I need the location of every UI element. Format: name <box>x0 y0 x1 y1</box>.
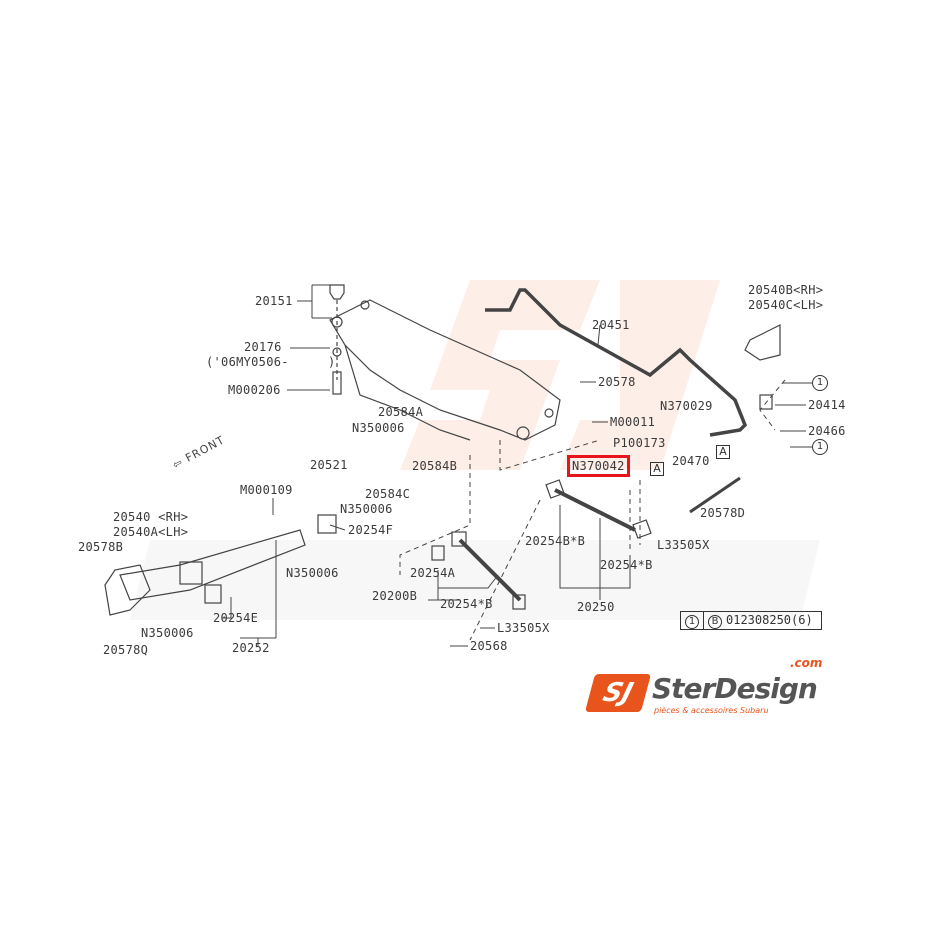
part-note: ) <box>328 355 336 369</box>
part-label[interactable]: L33505X <box>657 538 710 552</box>
part-label[interactable]: 20176 <box>244 340 282 354</box>
legend-bolt-b: B <box>708 615 722 629</box>
part-label[interactable]: L33505X <box>497 621 550 635</box>
part-label[interactable]: 20254A <box>410 566 456 580</box>
part-label[interactable]: 20151 <box>255 294 293 308</box>
part-label[interactable]: M000109 <box>240 483 293 497</box>
link-20250 <box>554 488 636 532</box>
bolt-20578D <box>689 476 741 514</box>
logo-brand: SterDesign <box>652 672 818 705</box>
legend-part-number: 012308250(6) <box>726 613 813 627</box>
part-label[interactable]: 20254*B <box>600 558 653 572</box>
bracket-20540 <box>104 564 151 616</box>
watermark-brand-shape <box>130 540 820 620</box>
stabilizer-bar <box>485 288 748 437</box>
part-label[interactable]: P100173 <box>613 436 666 450</box>
part-label[interactable]: 20254*B <box>440 597 493 611</box>
part-label[interactable]: N350006 <box>141 626 194 640</box>
part-label[interactable]: 20254E <box>213 611 259 625</box>
part-label[interactable]: M000206 <box>228 383 281 397</box>
part-label[interactable]: 20252 <box>232 641 270 655</box>
part-label[interactable]: N350006 <box>352 421 405 435</box>
part-label[interactable]: 20451 <box>592 318 630 332</box>
part-label[interactable]: 20254B*B <box>525 534 586 548</box>
trailing-link-20252 <box>119 529 306 601</box>
part-label[interactable]: N350006 <box>286 566 339 580</box>
part-label[interactable]: 20584A <box>378 405 424 419</box>
link-20200B <box>458 538 522 602</box>
part-label[interactable]: 20250 <box>577 600 615 614</box>
part-label[interactable]: 20578Q <box>103 643 149 657</box>
bushing-20151 <box>329 284 345 300</box>
ref-box-a: A <box>650 462 664 476</box>
part-label[interactable]: N370029 <box>660 399 713 413</box>
bracket-20540B <box>744 324 781 361</box>
part-label[interactable]: 20584C <box>365 487 411 501</box>
part-label[interactable]: N350006 <box>340 502 393 516</box>
part-label[interactable]: M00011 <box>610 415 656 429</box>
part-label[interactable]: 20540C<LH> <box>748 298 824 312</box>
ref-box-a: A <box>716 445 730 459</box>
circle-ref-1: 1 <box>812 439 828 455</box>
part-label[interactable]: 20470 <box>672 454 710 468</box>
part-label[interactable]: 20540A<LH> <box>113 525 189 539</box>
part-note: ('06MY0506- <box>206 355 289 369</box>
crossmember <box>329 299 561 441</box>
part-label[interactable]: 20540 <RH> <box>113 510 189 524</box>
part-label[interactable]: 20578D <box>700 506 746 520</box>
part-label[interactable]: 20254F <box>348 523 394 537</box>
part-label[interactable]: 20578 <box>598 375 636 389</box>
part-label[interactable]: 20466 <box>808 424 846 438</box>
part-label[interactable]: 20414 <box>808 398 846 412</box>
sterdesign-logo: SJ SterDesign .com pièces & accessoires … <box>584 656 870 718</box>
part-label[interactable]: 20200B <box>372 589 418 603</box>
highlighted-part-label[interactable]: N370042 <box>567 455 630 477</box>
circle-ref-1: 1 <box>812 375 828 391</box>
part-label[interactable]: 20521 <box>310 458 348 472</box>
logo-domain: .com <box>790 656 823 670</box>
legend-circle-1: 1 <box>685 615 699 629</box>
part-label[interactable]: 20578B <box>78 540 124 554</box>
logo-mark: SJ <box>584 674 652 712</box>
part-label[interactable]: 20584B <box>412 459 458 473</box>
logo-tagline: pièces & accessoires Subaru <box>654 706 769 715</box>
part-label[interactable]: 20568 <box>470 639 508 653</box>
bolt-legend: 1 B 012308250(6) <box>680 611 822 630</box>
part-label[interactable]: 20540B<RH> <box>748 283 824 297</box>
watermark-sj-shape <box>400 280 600 470</box>
